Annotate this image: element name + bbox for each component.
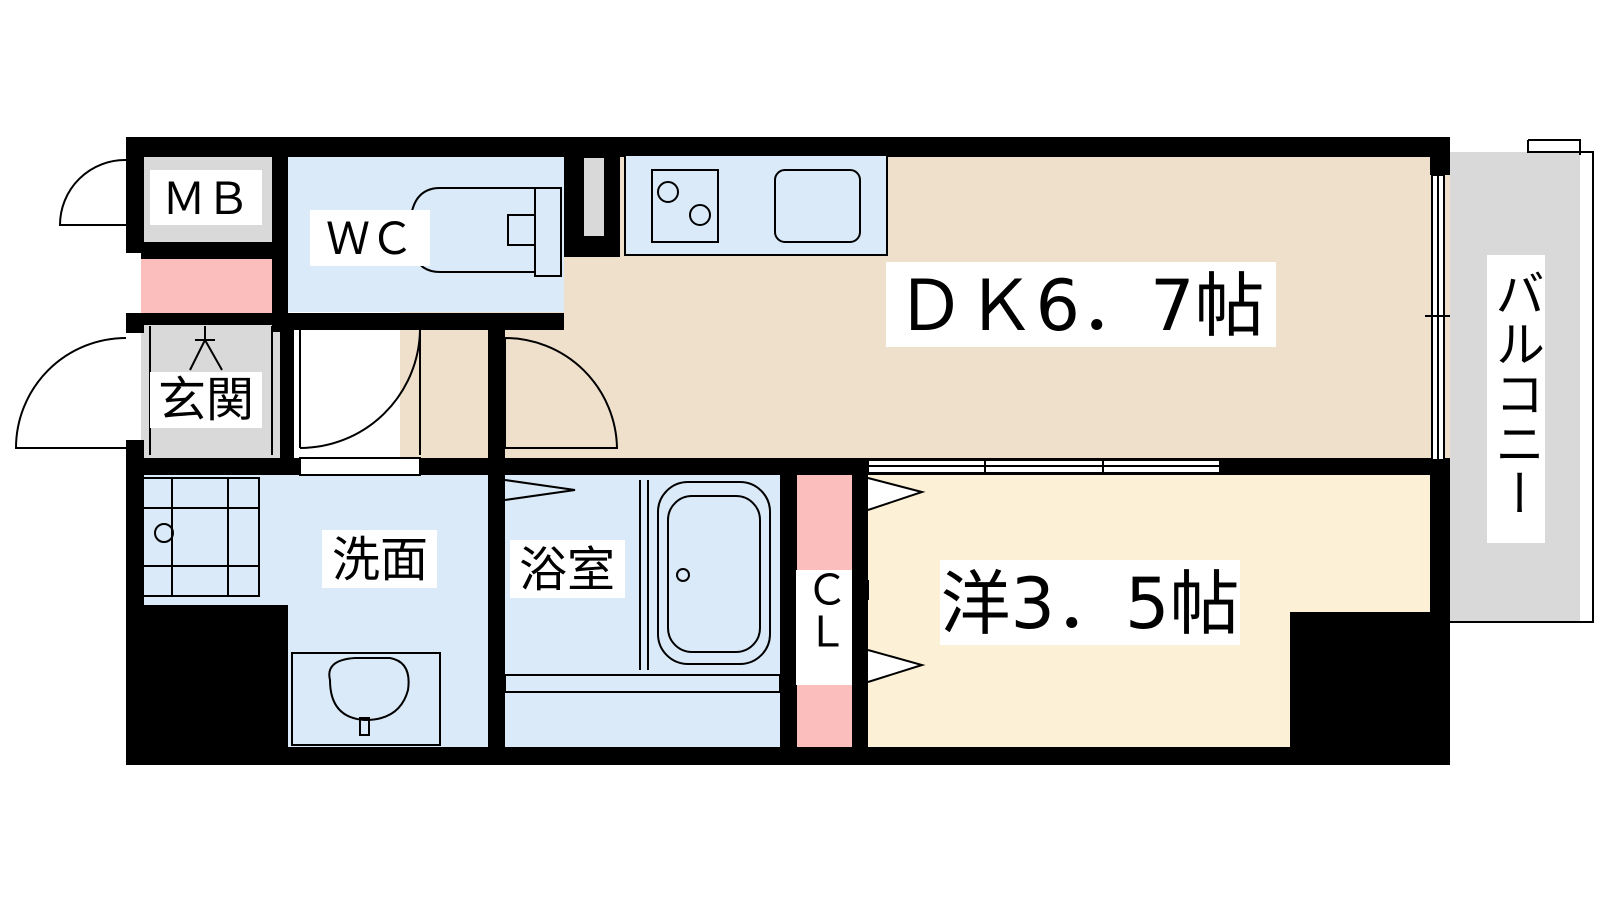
door-dk xyxy=(504,337,619,449)
shoe-step xyxy=(189,326,223,371)
vanity xyxy=(291,652,441,746)
washroom-label-bg xyxy=(322,530,437,588)
burner-2-icon xyxy=(689,204,711,226)
wall-left-upper xyxy=(126,137,144,253)
door-wc xyxy=(299,318,421,455)
counter xyxy=(624,154,888,256)
bath-label: 浴室 xyxy=(519,542,615,598)
door-gap-hall xyxy=(299,457,421,476)
wc-label-bg xyxy=(310,210,430,266)
burner-1-icon xyxy=(657,181,679,203)
closet-label-bg xyxy=(796,570,852,685)
bath-floor xyxy=(505,475,780,747)
washroom-fixtures xyxy=(140,477,441,746)
washroom-label: 洗面 xyxy=(332,532,428,588)
bath-door xyxy=(504,479,576,501)
wall-bath-closet xyxy=(780,475,797,765)
kitchen-counter xyxy=(624,154,888,256)
washer-pan xyxy=(140,477,260,597)
labels: ＭＢ ＷＣ 玄関 ＤＫ6．7帖 洗面 浴室 ＣＬ 洋3．5帖 バルコニー xyxy=(150,170,1545,685)
wall-left-mid xyxy=(126,313,144,333)
entrance-label-bg xyxy=(150,372,262,428)
wall-left-low xyxy=(126,440,144,462)
entrance-label: 玄関 xyxy=(158,372,254,428)
dk-label: ＤＫ6．7帖 xyxy=(895,265,1264,347)
dk-label-bg xyxy=(886,262,1276,347)
wall-mb-wc xyxy=(272,137,288,332)
wall-shelf-entrance xyxy=(141,313,288,325)
western-label-bg xyxy=(940,560,1240,645)
wall-closet-room xyxy=(852,475,868,765)
balcony-label-bg xyxy=(1487,255,1545,543)
openings xyxy=(299,156,1450,476)
stove xyxy=(651,169,719,243)
sink xyxy=(774,169,861,243)
mb-label: ＭＢ xyxy=(162,174,250,225)
balcony-label: バルコニー xyxy=(1487,268,1545,518)
wall-wc-right xyxy=(564,137,580,257)
wall-hall-mid xyxy=(488,330,505,470)
pipe-space-fill xyxy=(582,156,606,238)
wall-wc-bottom xyxy=(272,313,564,330)
wall-top xyxy=(126,137,1450,157)
wall-wash-bath xyxy=(488,475,505,765)
bathtub-icon xyxy=(504,479,781,693)
balcony-railing xyxy=(1450,139,1594,623)
wall-block-left xyxy=(126,605,288,765)
mb-label-bg xyxy=(150,170,262,225)
wall-block-right xyxy=(1290,612,1450,765)
basin-icon xyxy=(328,657,410,722)
storage-shelf xyxy=(141,259,272,313)
wc-label: ＷＣ xyxy=(326,214,414,265)
western-label: 洋3．5帖 xyxy=(940,563,1239,645)
door-entrance xyxy=(14,337,127,449)
wall-entrance-right xyxy=(280,318,294,458)
closet-label: ＣＬ xyxy=(800,568,849,652)
drain-icon xyxy=(154,523,174,543)
bath-label-bg xyxy=(510,540,625,598)
closet-doors xyxy=(867,477,926,683)
door-mb xyxy=(58,158,127,226)
wall-mb-shelf xyxy=(141,242,272,259)
